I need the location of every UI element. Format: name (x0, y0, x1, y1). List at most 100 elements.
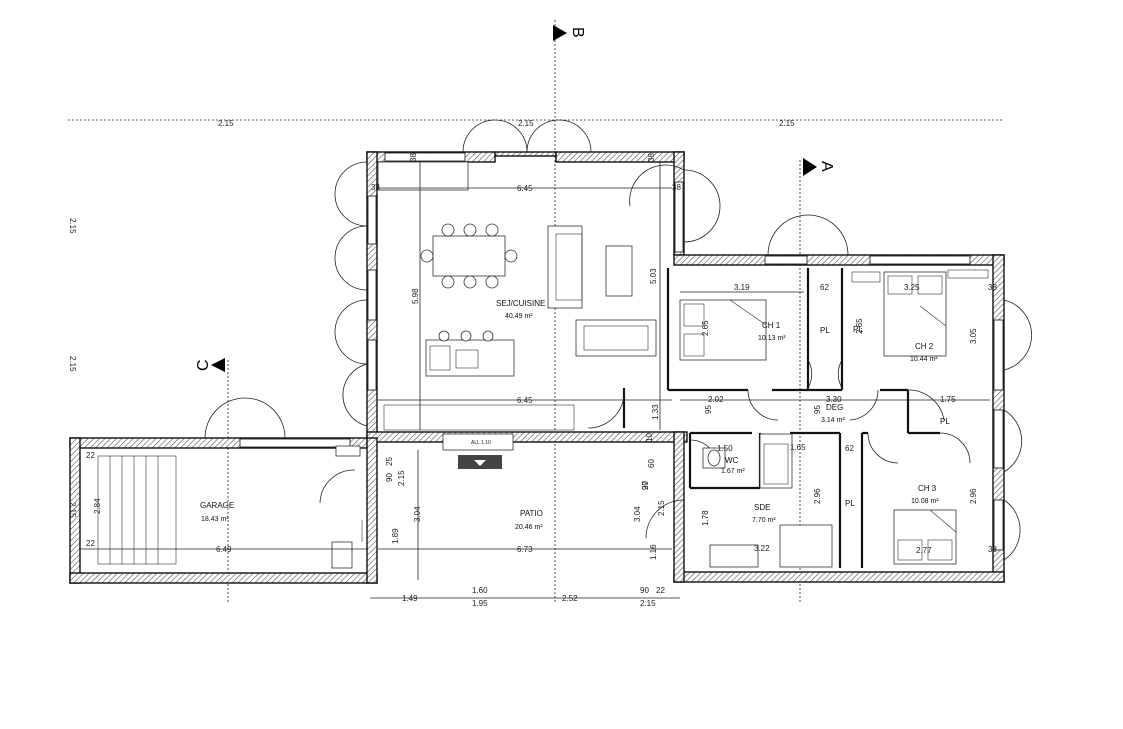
openings (239, 152, 1004, 551)
room-name-sde: SDE (754, 503, 770, 512)
walls (69, 151, 1005, 584)
coffee-table (605, 245, 633, 297)
svg-text:2.15: 2.15 (397, 470, 406, 486)
section-marker-a: A (803, 158, 835, 176)
room-name-ch1: CH 1 (762, 321, 781, 330)
partitions (622, 268, 940, 568)
armchair-sofa (575, 319, 657, 357)
svg-text:2.15: 2.15 (218, 119, 234, 128)
boiler (331, 541, 353, 569)
dimension-labels: 2.15 2.15 2.15 6.45 6.45 5.98 5.03 3.19 … (68, 119, 997, 608)
svg-text:3.04: 3.04 (633, 506, 642, 522)
svg-text:2.65: 2.65 (701, 320, 710, 336)
svg-text:38: 38 (988, 545, 997, 554)
dining-table (432, 235, 506, 277)
bathtub (779, 524, 833, 568)
svg-text:2.15: 2.15 (68, 356, 77, 372)
svg-text:3.22: 3.22 (754, 544, 770, 553)
bed-ch3 (893, 509, 957, 565)
svg-text:1.50: 1.50 (717, 444, 733, 453)
svg-text:1.95: 1.95 (472, 599, 488, 608)
svg-text:60: 60 (647, 459, 656, 468)
svg-text:3.19: 3.19 (734, 283, 750, 292)
svg-text:1.65: 1.65 (790, 443, 806, 452)
room-name-sejour: SEJ/CUISINE (496, 299, 545, 308)
placard-sde: PL (845, 499, 855, 508)
marker-c-label: C (195, 359, 212, 371)
svg-text:38: 38 (409, 153, 418, 162)
marker-a-label: A (818, 161, 835, 172)
marker-b-label: B (569, 27, 586, 38)
svg-text:1.16: 1.16 (649, 544, 658, 560)
placard-ch2: PL (853, 325, 863, 334)
svg-text:95: 95 (813, 405, 822, 414)
svg-text:10: 10 (645, 433, 654, 442)
room-area-ch1: 10.13 m² (758, 335, 786, 342)
room-name-patio: PATIO (520, 509, 543, 518)
dimension-lines (80, 162, 990, 599)
room-area-patio: 20.46 m² (515, 524, 543, 531)
svg-text:90: 90 (640, 586, 649, 595)
svg-text:38: 38 (647, 153, 656, 162)
fireplace (442, 433, 514, 451)
svg-text:2.15: 2.15 (68, 502, 77, 518)
furniture (97, 161, 989, 569)
kitchen-island (425, 339, 515, 377)
room-area-wc: 1.67 m² (721, 468, 745, 475)
svg-text:5.03: 5.03 (649, 268, 658, 284)
svg-text:38: 38 (672, 183, 681, 192)
room-area-deg: 3.14 m² (821, 417, 845, 424)
svg-text:1.49: 1.49 (402, 594, 418, 603)
svg-text:2.84: 2.84 (93, 498, 102, 514)
room-name-garage: GARAGE (200, 501, 234, 510)
svg-text:1.60: 1.60 (472, 586, 488, 595)
svg-text:25: 25 (385, 457, 394, 466)
svg-text:6.45: 6.45 (517, 396, 533, 405)
room-name-ch3: CH 3 (918, 484, 937, 493)
svg-text:6.73: 6.73 (517, 545, 533, 554)
svg-text:1.33: 1.33 (651, 404, 660, 420)
svg-text:2.65: 2.65 (855, 318, 864, 334)
svg-text:3.05: 3.05 (969, 328, 978, 344)
svg-text:1.89: 1.89 (391, 528, 400, 544)
room-labels: SEJ/CUISINE 40.49 m² CH 1 10.13 m² CH 2 … (200, 299, 950, 531)
svg-text:90: 90 (641, 481, 650, 490)
svg-text:90: 90 (385, 473, 394, 482)
room-name-ch2: CH 2 (915, 342, 934, 351)
section-marker-c: C (195, 358, 225, 372)
svg-text:95: 95 (704, 405, 713, 414)
svg-text:62: 62 (820, 283, 829, 292)
bed-ch1 (679, 299, 767, 361)
room-area-ch3: 10.08 m² (911, 498, 939, 505)
svg-text:6.49: 6.49 (216, 545, 232, 554)
parking-zone (97, 455, 177, 565)
placard-ch1: PL (820, 326, 830, 335)
shower (759, 433, 793, 489)
svg-text:1.75: 1.75 (940, 395, 956, 404)
svg-text:3.04: 3.04 (413, 506, 422, 522)
svg-text:22: 22 (86, 451, 95, 460)
svg-text:38: 38 (371, 183, 380, 192)
svg-text:2.52: 2.52 (562, 594, 578, 603)
svg-text:2.02: 2.02 (708, 395, 724, 404)
room-area-ch2: 10.44 m² (910, 356, 938, 363)
bed-ch2 (883, 271, 947, 357)
svg-text:2.96: 2.96 (969, 488, 978, 504)
svg-text:2.15: 2.15 (779, 119, 795, 128)
svg-text:3.25: 3.25 (904, 283, 920, 292)
svg-text:2.15: 2.15 (518, 119, 534, 128)
svg-text:2.15: 2.15 (640, 599, 656, 608)
fixture-all: ALL 1.10 (471, 440, 491, 446)
svg-text:2.96: 2.96 (813, 488, 822, 504)
svg-text:22: 22 (656, 586, 665, 595)
svg-text:3.30: 3.30 (826, 395, 842, 404)
room-area-sde: 7.70 m² (752, 517, 776, 524)
placard-deg: PL (940, 417, 950, 426)
room-area-garage: 18.43 m² (201, 516, 229, 523)
svg-text:5.98: 5.98 (411, 288, 420, 304)
svg-text:27: 27 (641, 481, 650, 490)
svg-text:22: 22 (86, 539, 95, 548)
svg-text:38: 38 (988, 283, 997, 292)
svg-text:2.15: 2.15 (657, 500, 666, 516)
